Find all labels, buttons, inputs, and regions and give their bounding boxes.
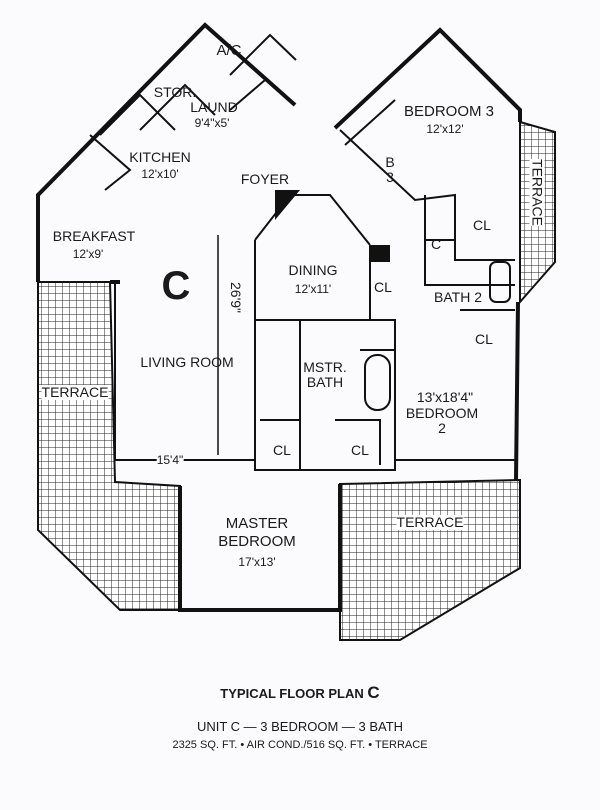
room-label-stor: STOR. bbox=[153, 84, 197, 100]
room-label-bath3: B 3 bbox=[385, 154, 395, 185]
living-dim-vertical: 26'9" bbox=[228, 281, 245, 314]
room-label-ac: A/C bbox=[216, 42, 242, 59]
closet-label: CL bbox=[473, 217, 491, 233]
bathtub-bath2 bbox=[489, 261, 511, 303]
room-label-foyer: FOYER bbox=[240, 171, 290, 187]
terrace-label-bottom: TERRACE bbox=[396, 514, 464, 530]
caption-title-text: TYPICAL FLOOR PLAN bbox=[220, 686, 364, 701]
caption-area: 2325 SQ. FT. • AIR COND./516 SQ. FT. • T… bbox=[172, 739, 428, 751]
caption-unit: UNIT C — 3 BEDROOM — 3 BATH bbox=[196, 719, 404, 734]
room-label-living: LIVING ROOM bbox=[140, 354, 234, 370]
caption-title-letter: C bbox=[367, 683, 380, 702]
closet-label: CL bbox=[273, 442, 291, 458]
dimension-lines bbox=[120, 235, 255, 461]
room-label-master: MASTER BEDROOM bbox=[218, 515, 296, 550]
room-dim-breakfast: 12'x9' bbox=[72, 247, 104, 261]
room-label-dining: DINING bbox=[288, 262, 338, 278]
room-label-bedroom3: BEDROOM 3 bbox=[403, 103, 495, 120]
room-dim-kitchen: 12'x10' bbox=[141, 167, 179, 181]
living-dim-horizontal: 15'4" bbox=[156, 453, 184, 468]
room-label-kitchen: KITCHEN bbox=[129, 149, 191, 165]
room-label-laund: LAUND bbox=[190, 99, 238, 115]
room-dim-laund: 9'4"x5' bbox=[194, 116, 230, 130]
room-dim-master: 17'x13' bbox=[238, 555, 276, 569]
closet-label-small: C bbox=[430, 236, 442, 252]
column bbox=[370, 245, 390, 262]
closet-label: CL bbox=[374, 279, 392, 295]
plan-letter: C bbox=[161, 264, 191, 308]
terrace-label-left: TERRACE bbox=[41, 384, 109, 400]
terrace-bottom bbox=[339, 478, 521, 641]
closet-label: CL bbox=[351, 442, 369, 458]
room-dim-dining: 12'x11' bbox=[294, 282, 332, 296]
interior-walls bbox=[89, 33, 516, 471]
bathtub bbox=[364, 354, 391, 411]
room-dim-bedroom2: 13'x18'4" bbox=[416, 389, 474, 405]
closet-label: CL bbox=[475, 331, 493, 347]
room-label-breakfast: BREAKFAST bbox=[52, 228, 136, 244]
column bbox=[275, 190, 300, 220]
caption-title: TYPICAL FLOOR PLAN C bbox=[0, 683, 600, 703]
room-label-bath2: BATH 2 bbox=[434, 289, 482, 305]
outer-walls bbox=[36, 22, 522, 612]
room-label-mstr-bath: MSTR. BATH bbox=[303, 359, 347, 390]
room-dim-bedroom3: 12'x12' bbox=[426, 122, 464, 136]
terrace-label-right: TERRACE bbox=[529, 159, 546, 226]
terrace-left bbox=[37, 281, 181, 611]
room-label-bedroom2: BEDROOM 2 bbox=[405, 405, 479, 436]
